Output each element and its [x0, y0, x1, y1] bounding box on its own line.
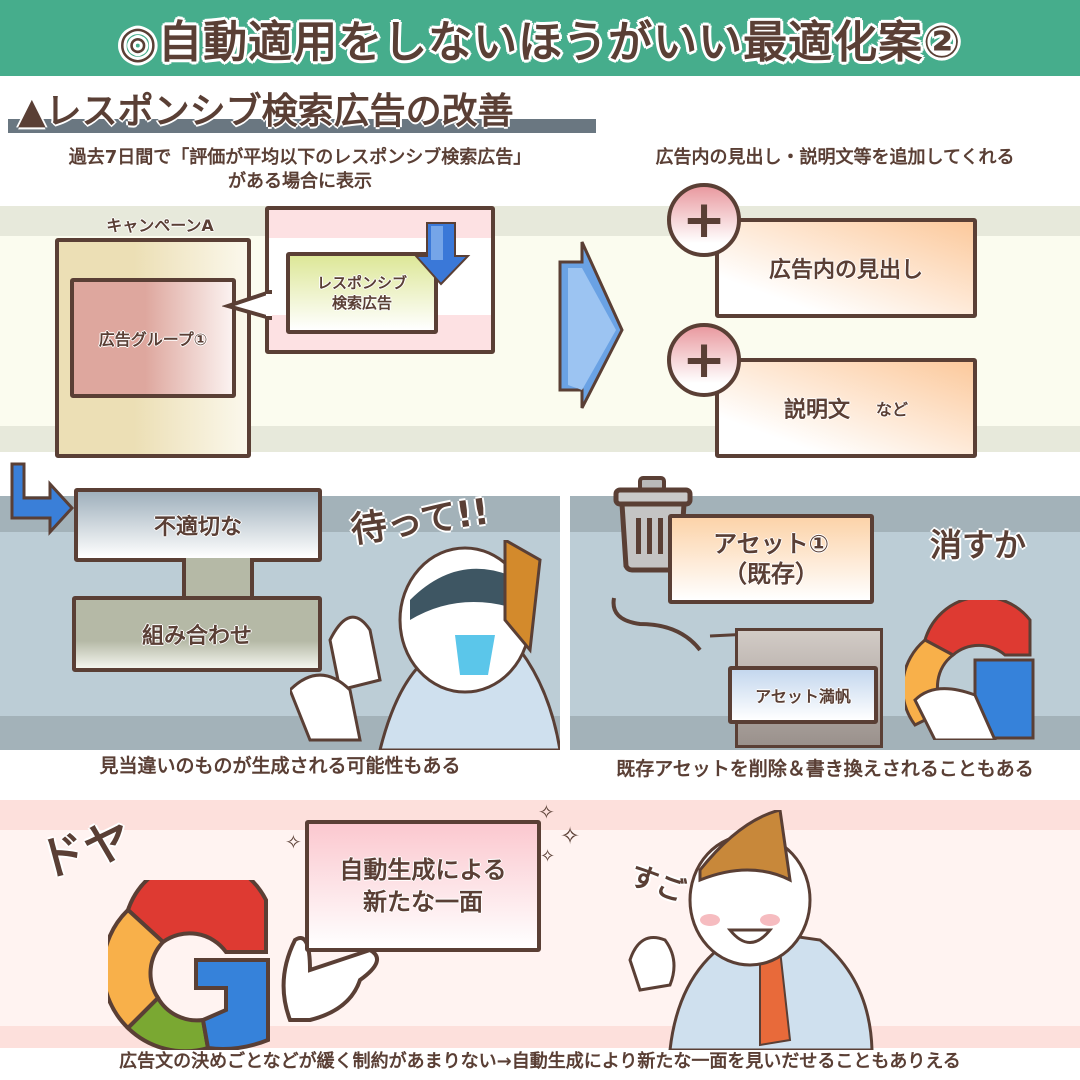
page-title: ◎自動適用をしないほうがいい最適化案②	[118, 17, 962, 68]
arrow-right-icon	[558, 241, 624, 409]
caption-line-1: 過去7日間で「評価が平均以下のレスポンシブ検索広告」	[68, 147, 532, 168]
delete-exclamation: 消すか	[930, 526, 1027, 564]
character-surprised-illustration	[290, 540, 560, 750]
existing-asset-box: アセット① （既存）	[668, 514, 874, 604]
sparkle-icon: ✧	[560, 822, 581, 850]
responsive-ad-line2: 検索広告	[331, 294, 392, 312]
asset-full-label: アセット満帆	[728, 666, 878, 724]
section-underline	[8, 119, 596, 133]
description-box: 説明文 など	[715, 358, 977, 458]
inappropriate-box: 不適切な	[74, 488, 322, 562]
plus-icon: +	[667, 323, 741, 397]
new-aspect-board: 自動生成による 新たな一面	[305, 820, 541, 952]
responsive-ad-box: レスポンシブ 検索広告	[286, 252, 438, 334]
title-bar: ◎自動適用をしないほうがいい最適化案②	[0, 0, 1080, 76]
connector	[182, 558, 254, 598]
sparkle-icon: ✧	[540, 846, 556, 867]
google-g-character	[108, 880, 270, 1050]
asset-line2: （既存）	[723, 560, 819, 588]
headline-label: 広告内の見出し	[768, 258, 923, 283]
top-left-caption: 過去7日間で「評価が平均以下のレスポンシブ検索広告」 がある場合に表示	[0, 146, 600, 194]
board-line1: 自動生成による	[339, 856, 507, 884]
character-happy-illustration	[628, 810, 874, 1050]
responsive-ad-line1: レスポンシブ	[316, 274, 407, 292]
ad-group-box: 広告グループ①	[70, 278, 236, 398]
mid-left-caption: 見当違いのものが生成される可能性もある	[99, 755, 461, 777]
board-line2: 新たな一面	[363, 888, 483, 916]
arrow-turn-right-icon	[10, 462, 75, 536]
sparkle-icon: ✧	[285, 830, 302, 854]
speech-bubble-tail	[222, 290, 272, 320]
sparkle-icon: ✧	[538, 800, 555, 824]
bottom-caption: 広告文の決めごとなどが緩く制約があまりない→自動生成により新たな一面を見いだせる…	[119, 1051, 961, 1072]
top-right-caption: 広告内の見出し・説明文等を追加してくれる	[655, 147, 1015, 168]
campaign-label: キャンペーンA	[106, 216, 214, 235]
section-title: ▲レスポンシブ検索広告の改善	[18, 91, 514, 132]
google-g-icon	[905, 600, 1035, 740]
plus-icon: +	[667, 183, 741, 257]
etc-label: など	[876, 400, 909, 419]
pointing-hand-illustration	[281, 936, 380, 1022]
mid-right-caption: 既存アセットを削除＆書き換えされることもある	[616, 758, 1034, 780]
combination-box: 組み合わせ	[72, 596, 322, 672]
asset-line1: アセット①	[713, 530, 829, 558]
caption-line-2: がある場合に表示	[228, 171, 372, 192]
arrow-down-icon	[413, 222, 471, 286]
headline-box: 広告内の見出し	[715, 218, 977, 318]
description-label: 説明文	[783, 398, 850, 423]
